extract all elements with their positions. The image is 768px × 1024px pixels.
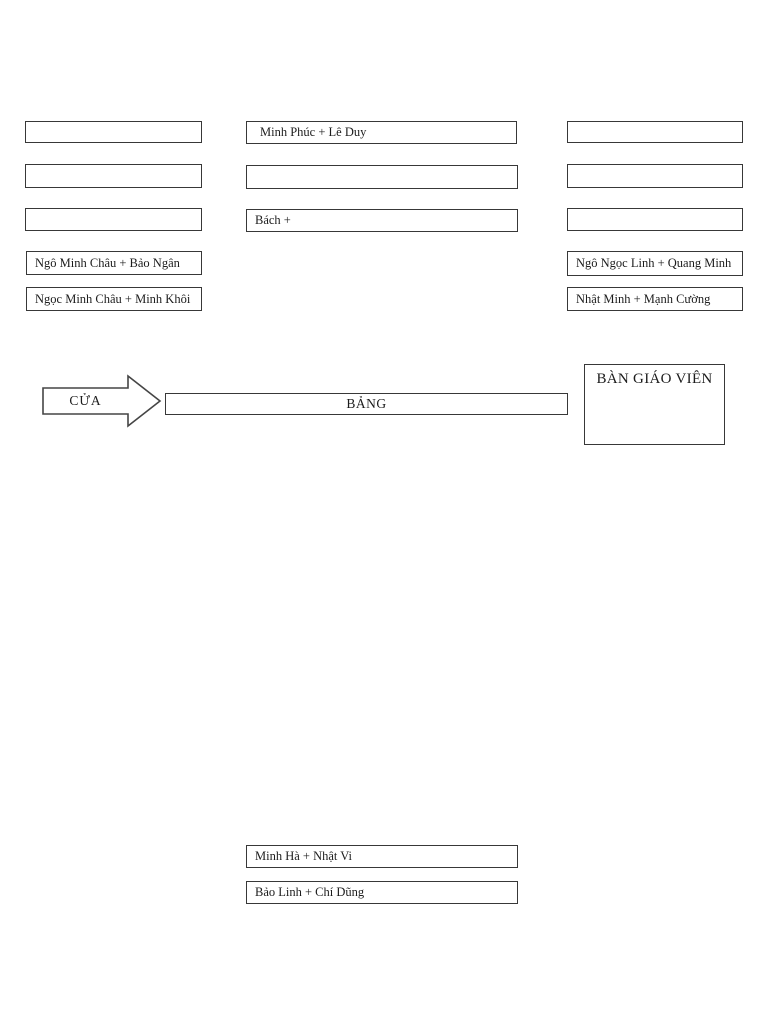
desk-middle-row3: Bách + [246,209,518,232]
desk-middle-row1: Minh Phúc + Lê Duy [246,121,517,144]
desk-left-row2 [25,164,202,188]
board-box: BẢNG [165,393,568,415]
desk-middle-row2 [246,165,518,189]
desk-bottom-row2: Bảo Linh + Chí Dũng [246,881,518,904]
desk-left-row5: Ngọc Minh Châu + Minh Khôi [26,287,202,311]
teacher-desk-box: BÀN GIÁO VIÊN [584,364,725,445]
desk-left-row1 [25,121,202,143]
desk-right-row5: Nhật Minh + Mạnh Cường [567,287,743,311]
desk-right-row2 [567,164,743,188]
desk-bottom-row1: Minh Hà + Nhật Vi [246,845,518,868]
desk-right-row3 [567,208,743,231]
door-arrow-icon [40,371,164,431]
desk-left-row4: Ngô Minh Châu + Bảo Ngân [26,251,202,275]
desk-right-row4: Ngô Ngọc Linh + Quang Minh [567,251,743,276]
desk-left-row3 [25,208,202,231]
desk-right-row1 [567,121,743,143]
door-label: CỬA [69,393,102,408]
